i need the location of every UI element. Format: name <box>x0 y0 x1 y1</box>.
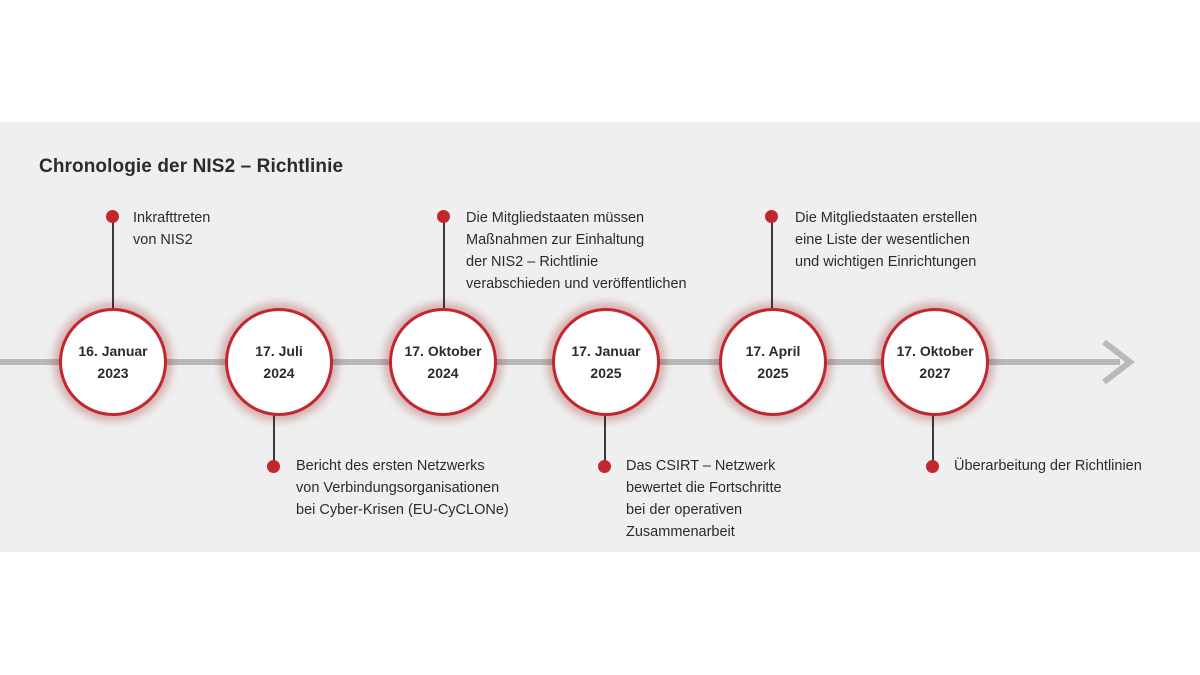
milestone-note-3: Die Mitgliedstaaten müssen Maßnahmen zur… <box>466 207 687 295</box>
connector-line-4 <box>604 414 606 466</box>
diagram-title: Chronologie der NIS2 – Richtlinie <box>39 156 344 177</box>
marker-dot-5 <box>765 210 778 223</box>
marker-dot-2 <box>267 460 280 473</box>
note-line: Maßnahmen zur Einhaltung <box>466 232 645 248</box>
timeline-panel: Chronologie der NIS2 – Richtlinie 16. Ja… <box>0 122 1200 552</box>
note-line: Überarbeitung der Richtlinien <box>954 458 1142 474</box>
milestone-year: 2027 <box>919 365 951 381</box>
milestone-year: 2025 <box>590 365 622 381</box>
milestone-circle-3: 17. Oktober 2024 <box>389 308 497 416</box>
connector-line-6 <box>932 414 934 466</box>
milestone-year: 2025 <box>757 365 789 381</box>
note-line: eine Liste der wesentlichen <box>795 232 970 248</box>
note-line: bei der operativen <box>626 502 743 518</box>
milestone-date: 16. Januar <box>78 343 148 359</box>
note-line: Zusammenarbeit <box>626 524 735 540</box>
milestone-circle-1: 16. Januar 2023 <box>59 308 167 416</box>
milestone-note-2: Bericht des ersten Netzwerks von Verbind… <box>296 455 509 521</box>
milestone-note-5: Die Mitgliedstaaten erstellen eine Liste… <box>795 207 977 273</box>
milestone-date: 17. Januar <box>571 343 641 359</box>
note-line: bei Cyber-Krisen (EU-CyCLONe) <box>296 502 509 518</box>
marker-dot-4 <box>598 460 611 473</box>
milestone-circle-6: 17. Oktober 2027 <box>881 308 989 416</box>
marker-dot-1 <box>106 210 119 223</box>
note-line: Die Mitgliedstaaten erstellen <box>795 210 978 226</box>
note-line: Bericht des ersten Netzwerks <box>296 458 485 474</box>
connector-line-3 <box>443 218 445 310</box>
note-line: bewertet die Fortschritte <box>626 480 782 496</box>
milestone-date: 17. April <box>745 343 801 359</box>
marker-dot-3 <box>437 210 450 223</box>
note-line: verabschieden und veröffentlichen <box>466 276 687 292</box>
milestone-year: 2023 <box>97 365 129 381</box>
milestone-date: 17. Oktober <box>896 343 974 359</box>
milestone-circle-5: 17. April 2025 <box>719 308 827 416</box>
marker-dot-6 <box>926 460 939 473</box>
note-line: von Verbindungsorganisationen <box>296 480 500 496</box>
note-line: und wichtigen Einrichtungen <box>795 254 977 270</box>
milestone-year: 2024 <box>263 365 295 381</box>
arrow-head-icon <box>1102 339 1135 385</box>
connector-line-1 <box>112 218 114 310</box>
note-line: der NIS2 – Richtlinie <box>466 254 599 270</box>
milestone-note-4: Das CSIRT – Netzwerk bewertet die Fortsc… <box>626 455 782 543</box>
milestone-circle-4: 17. Januar 2025 <box>552 308 660 416</box>
milestone-circle-2: 17. Juli 2024 <box>225 308 333 416</box>
connector-line-2 <box>273 414 275 466</box>
milestone-year: 2024 <box>427 365 459 381</box>
milestone-note-6: Überarbeitung der Richtlinien <box>954 455 1142 477</box>
connector-line-5 <box>771 218 773 310</box>
note-line: Das CSIRT – Netzwerk <box>626 458 776 474</box>
note-line: Inkrafttreten <box>133 210 211 226</box>
note-line: von NIS2 <box>133 232 193 248</box>
milestone-note-1: Inkrafttreten von NIS2 <box>133 207 210 251</box>
milestone-date: 17. Oktober <box>404 343 482 359</box>
milestone-date: 17. Juli <box>255 343 303 359</box>
note-line: Die Mitgliedstaaten müssen <box>466 210 645 226</box>
